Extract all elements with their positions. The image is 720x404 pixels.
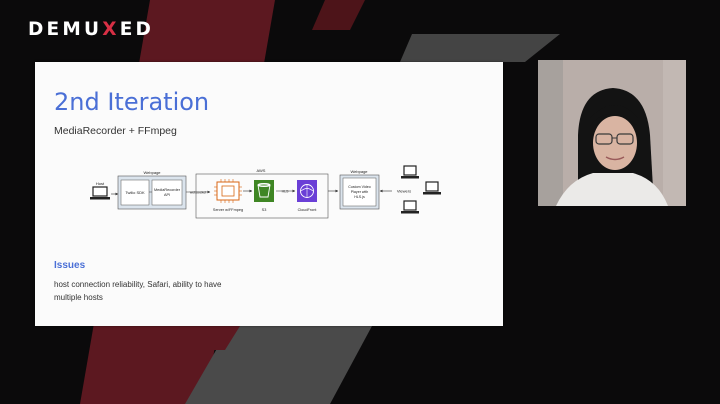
logo-text-end: ED [119, 19, 155, 40]
logo-text-x: X [102, 19, 120, 40]
aws-label: AWS [257, 168, 266, 173]
speaker-video [538, 60, 686, 206]
websocket-label: websocket [190, 191, 207, 195]
cloudfront-icon [297, 180, 317, 202]
glasses-right [616, 133, 634, 145]
twilio-sdk-box [120, 179, 150, 206]
issues-text: host connection reliability, Safari, abi… [54, 280, 222, 302]
server-chip-icon [214, 179, 242, 203]
hls-label: HLS [282, 190, 289, 194]
maroon-notch-shape [312, 0, 365, 30]
issues-heading: Issues [54, 260, 86, 271]
custom-player-box [342, 177, 377, 207]
twilio-sdk-label: Twilio SDK [125, 190, 145, 195]
viewer-computer-icon-1 [401, 165, 419, 179]
viewer-webpage-label: Webpage [350, 169, 368, 174]
gray-stripe-bottom-shape [185, 326, 372, 404]
cloudfront-label: CloudFront [298, 208, 318, 212]
gray-stripe-top-shape [400, 34, 560, 62]
player-label-2: Player with [351, 190, 369, 194]
architecture-diagram: Host Webpage Twilio SDK MediaRecorder AP… [90, 165, 441, 219]
speaker-face [593, 116, 637, 170]
demuxed-logo: DEMUXED [28, 19, 154, 41]
viewer-computer-icon-3 [401, 200, 419, 214]
logo-text-start: DEMU [28, 19, 103, 40]
mediarecorder-label-1: MediaRecorder [154, 188, 181, 192]
player-label-3: HLS.js [354, 195, 365, 199]
player-label-1: Custom Video [348, 185, 371, 189]
slide-subtitle: MediaRecorder + FFmpeg [54, 125, 177, 137]
mediarecorder-box [151, 179, 183, 206]
maroon-stripe-bottom-shape [190, 326, 240, 350]
s3-bucket-icon [254, 180, 274, 202]
viewers-label: Viewers [397, 189, 411, 194]
mediarecorder-label-2: API [164, 193, 170, 197]
presentation-slide: 2nd Iteration MediaRecorder + FFmpeg Hos… [35, 62, 503, 326]
viewer-computer-icon-2 [423, 181, 441, 195]
server-label: Server w/FFmpeg [213, 208, 243, 212]
speaker-shirt [556, 173, 668, 206]
speaker-webcam [538, 60, 686, 206]
aws-group-box [195, 173, 329, 219]
host-label: Host [96, 181, 105, 186]
host-computer-icon [90, 186, 110, 200]
slide-title: 2nd Iteration [54, 88, 210, 116]
s3-label: S3 [262, 208, 267, 212]
glasses-left [595, 133, 613, 145]
webpage-label: Webpage [143, 170, 161, 175]
